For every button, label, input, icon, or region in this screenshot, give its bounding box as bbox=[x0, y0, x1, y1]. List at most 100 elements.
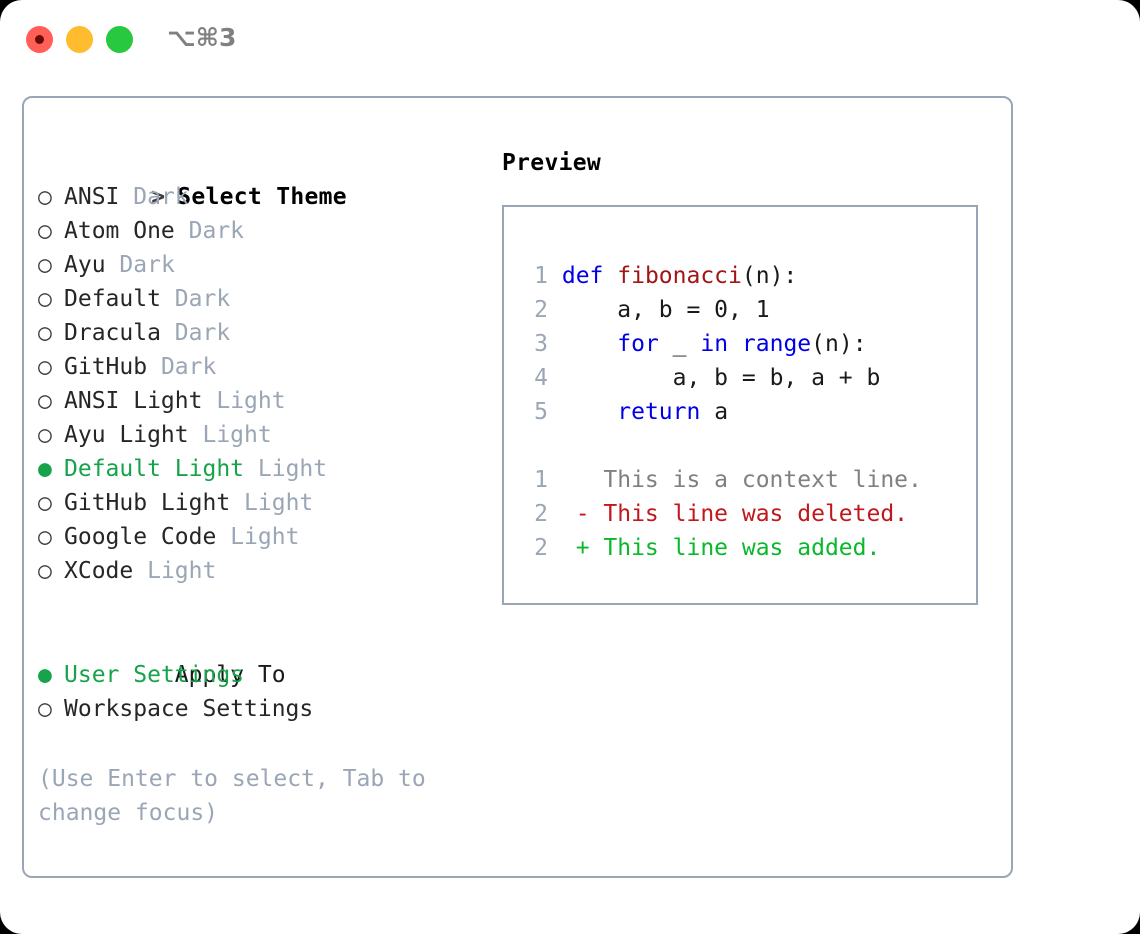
diff-text: This line was added. bbox=[603, 535, 881, 561]
theme-list-item[interactable]: ○Google Code Light bbox=[38, 520, 488, 554]
code-token: def bbox=[561, 263, 618, 289]
keyboard-hint-text: (Use Enter to select, Tab to change focu… bbox=[38, 766, 440, 826]
theme-category-label: Light bbox=[230, 524, 300, 550]
line-number: 2 bbox=[534, 535, 548, 561]
line-number: 1 bbox=[534, 263, 548, 289]
theme-category-label: Light bbox=[202, 422, 272, 448]
radio-unselected-icon: ○ bbox=[38, 388, 52, 414]
theme-name: GitHub Light bbox=[64, 490, 231, 516]
line-number: 4 bbox=[534, 365, 548, 391]
theme-row-gap bbox=[175, 218, 189, 244]
theme-list: ○ ANSI Dark ○ Atom One Dark ○ Ayu Dark ○Defaul… bbox=[38, 180, 488, 588]
code-diff-separator bbox=[522, 429, 922, 463]
theme-category-label: Dark bbox=[119, 252, 175, 278]
theme-category-label: Light bbox=[244, 490, 314, 516]
focus-caret-icon: > bbox=[151, 184, 166, 210]
section-spacer bbox=[38, 588, 488, 624]
radio-unselected-icon: ○ bbox=[38, 422, 52, 448]
theme-list-item[interactable]: ○GitHub Dark bbox=[38, 350, 488, 384]
theme-name: ANSI Light bbox=[64, 388, 203, 414]
apply-to-item[interactable]: ●User Settings bbox=[38, 658, 488, 692]
theme-category-label: Light bbox=[147, 558, 217, 584]
theme-list-item[interactable]: ○XCode Light bbox=[38, 554, 488, 588]
theme-name: Ayu Light bbox=[64, 422, 189, 448]
code-token: fibonacci bbox=[617, 263, 742, 289]
theme-row-gap bbox=[244, 456, 258, 482]
theme-list-item[interactable]: ○ANSI Light Light bbox=[38, 384, 488, 418]
diff-sign bbox=[548, 467, 603, 493]
code-line: 1 def fibonacci(n): bbox=[522, 259, 922, 293]
radio-unselected-icon: ○ bbox=[38, 218, 52, 244]
radio-selected-icon: ● bbox=[38, 456, 52, 482]
theme-category-label: Dark bbox=[174, 320, 231, 346]
theme-category-label: Dark bbox=[133, 184, 189, 210]
close-icon bbox=[35, 35, 44, 44]
code-line: 2 a, b = 0, 1 bbox=[522, 293, 922, 327]
line-number-gap bbox=[548, 399, 562, 425]
line-number: 2 bbox=[534, 501, 548, 527]
apply-to-header: Apply To bbox=[38, 624, 488, 688]
apply-to-item-label: User Settings bbox=[64, 662, 245, 688]
theme-row-gap bbox=[230, 490, 244, 516]
theme-list-item[interactable]: ○Dracula Dark bbox=[38, 316, 488, 350]
theme-name: Atom One bbox=[64, 218, 175, 244]
theme-name: Dracula bbox=[64, 320, 161, 346]
theme-row-gap bbox=[189, 422, 203, 448]
code-line: 5 return a bbox=[522, 395, 922, 429]
diff-text: This line was deleted. bbox=[603, 501, 909, 527]
theme-row-gap bbox=[161, 286, 175, 312]
theme-list-item[interactable]: ○Atom One Dark bbox=[38, 214, 488, 248]
radio-unselected-icon: ○ bbox=[38, 252, 52, 278]
hint-spacer bbox=[38, 726, 488, 762]
line-number: 3 bbox=[534, 331, 548, 357]
radio-unselected-icon: ○ bbox=[38, 696, 52, 722]
radio-unselected-icon: ○ bbox=[38, 286, 52, 312]
apply-to-item[interactable]: ○ Workspace Settings bbox=[38, 692, 488, 726]
keyboard-shortcut-label: ⌥⌘3 bbox=[167, 23, 237, 52]
code-line: 4 a, b = b, a + b bbox=[522, 361, 922, 395]
line-number-gap bbox=[548, 263, 562, 289]
diff-text: This is a context line. bbox=[603, 467, 922, 493]
diff-line: 1 This is a context line. bbox=[522, 463, 922, 497]
maximize-window-button[interactable] bbox=[106, 26, 133, 53]
theme-name: ANSI bbox=[64, 184, 120, 210]
minimize-window-button[interactable] bbox=[66, 26, 93, 53]
theme-list-item[interactable]: ●Default Light Light bbox=[38, 452, 488, 486]
theme-category-label: Dark bbox=[160, 354, 217, 380]
select-theme-header: > Select Theme bbox=[38, 146, 488, 210]
apply-to-item-label: Workspace Settings bbox=[64, 696, 314, 722]
code-token: return bbox=[617, 399, 701, 425]
select-theme-label: Select Theme bbox=[177, 184, 347, 210]
line-number: 2 bbox=[534, 297, 548, 323]
radio-unselected-icon: ○ bbox=[38, 354, 52, 380]
theme-list-item[interactable]: ○ Ayu Light Light bbox=[38, 418, 488, 452]
theme-row-gap bbox=[119, 184, 133, 210]
theme-name: Ayu bbox=[64, 252, 106, 278]
theme-row-gap bbox=[147, 354, 161, 380]
theme-list-item[interactable]: ○ GitHub Light Light bbox=[38, 486, 488, 520]
theme-row-gap bbox=[161, 320, 175, 346]
theme-category-label: Light bbox=[257, 456, 328, 482]
theme-row-gap bbox=[202, 388, 216, 414]
radio-unselected-icon: ○ bbox=[38, 184, 52, 210]
theme-list-item[interactable]: ○Default Dark bbox=[38, 282, 488, 316]
theme-name: Google Code bbox=[64, 524, 217, 550]
theme-picker-column: > Select Theme ○ ANSI Dark ○ Atom One Dark ○ A… bbox=[38, 146, 488, 830]
line-number-gap bbox=[548, 365, 562, 391]
theme-list-item[interactable]: ○ Ayu Dark bbox=[38, 248, 488, 282]
code-line: 3 for _ in range(n): bbox=[522, 327, 922, 361]
diff-line: 2 + This line was added. bbox=[522, 531, 922, 565]
apply-to-label: Apply To bbox=[174, 662, 286, 688]
code-token: a bbox=[700, 399, 729, 425]
code-token: a, b = 0, 1 bbox=[561, 297, 770, 323]
line-number: 5 bbox=[534, 399, 548, 425]
code-token: _ bbox=[658, 331, 701, 357]
radio-unselected-icon: ○ bbox=[38, 490, 52, 516]
theme-list-item[interactable]: ○ ANSI Dark bbox=[38, 180, 488, 214]
code-token bbox=[562, 331, 617, 357]
content-panel: > Select Theme ○ ANSI Dark ○ Atom One Dark ○ A… bbox=[22, 96, 1013, 878]
line-number-gap bbox=[548, 297, 562, 323]
